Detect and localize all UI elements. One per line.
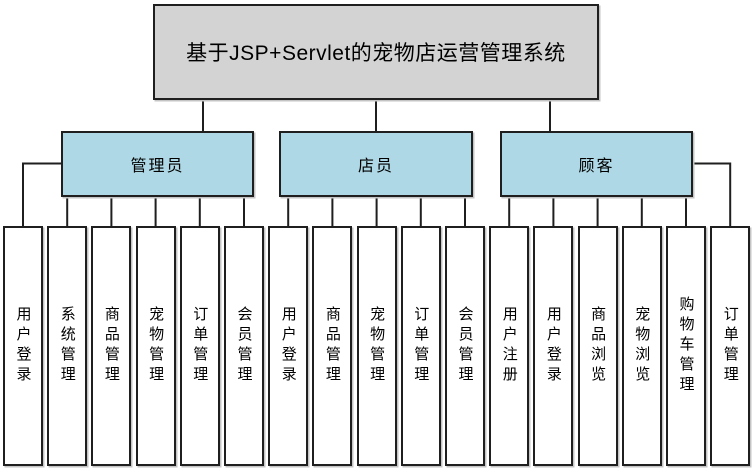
branch-label: 顾客 [578,158,615,175]
leaf-label: 会员管理 [456,306,474,386]
leaf-node: 宠物管理 [135,226,176,466]
leaf-node: 订单管理 [710,226,751,466]
leaf-label: 系统管理 [58,306,76,386]
leaf-node: 用户登录 [533,226,574,466]
leaf-label: 用户登录 [279,306,297,386]
leaf-label: 用户注册 [500,306,518,386]
leaf-label: 会员管理 [235,306,253,386]
leaf-label: 订单管理 [191,306,209,386]
leaf-label: 商品管理 [323,306,341,386]
leaf-label: 订单管理 [412,306,430,386]
leaf-node: 会员管理 [445,226,485,466]
leaf-node: 商品浏览 [577,226,618,466]
leaf-node: 购物车管理 [666,226,706,466]
clerk-connectors [287,197,466,226]
leaf-node: 订单管理 [179,226,220,466]
leaf-label: 用户登录 [14,306,32,386]
leaf-node: 用户登录 [3,226,43,466]
leaf-node: 会员管理 [224,226,264,466]
root-title: 基于JSP+Servlet的宠物店运营管理系统 [186,42,566,65]
root-node: 基于JSP+Servlet的宠物店运营管理系统 [153,4,599,100]
leaf-label: 商品管理 [102,306,120,386]
root-connectors [202,100,551,131]
leaf-label: 宠物管理 [368,306,386,386]
leaf-node: 用户注册 [489,226,530,466]
leaf-label: 购物车管理 [677,296,695,396]
leaf-node: 商品管理 [91,226,132,466]
branch-node-customer: 顾客 [500,131,693,197]
leaf-label: 宠物浏览 [633,306,651,386]
leaf-node: 商品管理 [312,226,353,466]
leaf-node: 用户登录 [268,226,309,466]
leaf-node: 订单管理 [400,226,441,466]
leaf-label: 用户登录 [544,306,562,386]
leaf-node: 宠物浏览 [621,226,662,466]
branch-label: 店员 [357,158,394,175]
branch-label: 管理员 [130,158,185,175]
leaf-label: 宠物管理 [147,306,165,386]
branch-node-clerk: 店员 [279,131,473,197]
leaf-label: 订单管理 [721,306,739,386]
leaf-label: 商品浏览 [589,306,607,386]
leaf-node: 系统管理 [47,226,88,466]
branch-node-admin: 管理员 [61,131,254,197]
leaf-node: 宠物管理 [356,226,397,466]
